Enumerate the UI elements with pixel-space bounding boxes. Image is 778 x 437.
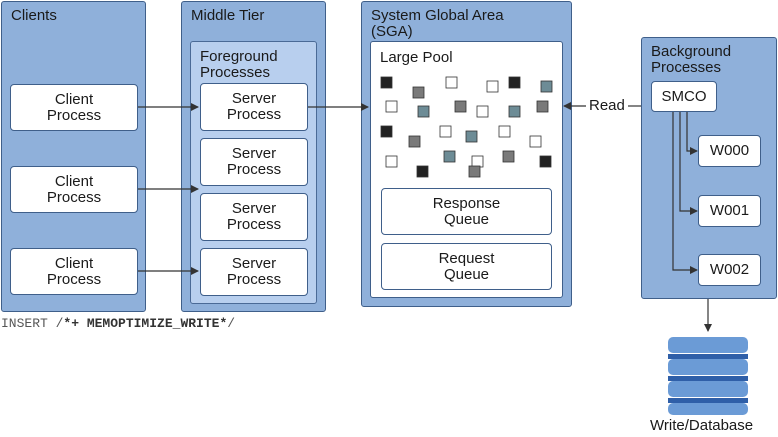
client-process-3[interactable]: Client Process [10, 248, 138, 295]
pool-square [529, 135, 542, 148]
worker-w001[interactable]: W001 [698, 195, 761, 227]
pool-square [445, 76, 458, 89]
large-pool-title: Large Pool [380, 49, 453, 66]
database-label: Write/Database [650, 417, 754, 434]
pool-square [502, 150, 515, 163]
database-disk-1 [668, 337, 748, 353]
background-title: Background Processes [651, 43, 732, 76]
pool-square [486, 80, 499, 93]
read-label: Read [587, 97, 627, 114]
server-process-2[interactable]: Server Process [200, 138, 308, 186]
client-process-1[interactable]: Client Process [10, 84, 138, 131]
pool-square [417, 105, 430, 118]
database-band-3 [668, 398, 748, 403]
response-queue[interactable]: Response Queue [381, 188, 552, 235]
pool-square [468, 165, 481, 178]
pool-square [540, 80, 553, 93]
pool-square [416, 165, 429, 178]
insert-hint-caption: INSERT /*+ MEMOPTIMIZE_WRITE*/ [1, 316, 235, 331]
server-process-3[interactable]: Server Process [200, 193, 308, 241]
pool-square [443, 150, 456, 163]
server-process-4[interactable]: Server Process [200, 248, 308, 296]
smco-to-w000-arrow [686, 112, 698, 155]
client-process-2[interactable]: Client Process [10, 166, 138, 213]
pool-square [385, 155, 398, 168]
pool-square [454, 100, 467, 113]
pool-square [471, 155, 484, 168]
pool-square [408, 135, 421, 148]
pool-square [498, 125, 511, 138]
pool-square [439, 125, 452, 138]
smco-to-w002-arrow [672, 112, 698, 274]
pool-square [380, 76, 393, 89]
database-icon [668, 337, 748, 415]
pool-square [536, 100, 549, 113]
pool-square [508, 105, 521, 118]
worker-w000[interactable]: W000 [698, 135, 761, 167]
foreground-title: Foreground Processes [200, 48, 278, 81]
clients-title: Clients [11, 7, 57, 24]
database-disk-2 [668, 359, 748, 375]
database-band-1 [668, 354, 748, 359]
smco-box[interactable]: SMCO [651, 81, 717, 112]
request-queue[interactable]: Request Queue [381, 243, 552, 290]
pool-square [465, 130, 478, 143]
caption-prefix: INSERT / [1, 316, 64, 331]
middle-tier-title: Middle Tier [191, 7, 265, 24]
pool-square [476, 105, 489, 118]
database-disk-3 [668, 381, 748, 397]
database-disk-4 [668, 403, 748, 415]
large-pool-squares [380, 76, 553, 178]
worker-w002[interactable]: W002 [698, 254, 761, 286]
caption-hint: *+ MEMOPTIMIZE_WRITE* [63, 316, 228, 331]
smco-to-w001-arrow [679, 112, 698, 215]
caption-suffix: / [227, 316, 236, 331]
server-process-1[interactable]: Server Process [200, 83, 308, 131]
database-band-2 [668, 376, 748, 381]
sga-title: System Global Area (SGA) [371, 7, 504, 40]
pool-square [508, 76, 521, 89]
pool-square [412, 86, 425, 99]
pool-square [385, 100, 398, 113]
pool-square [539, 155, 552, 168]
pool-square [380, 125, 393, 138]
